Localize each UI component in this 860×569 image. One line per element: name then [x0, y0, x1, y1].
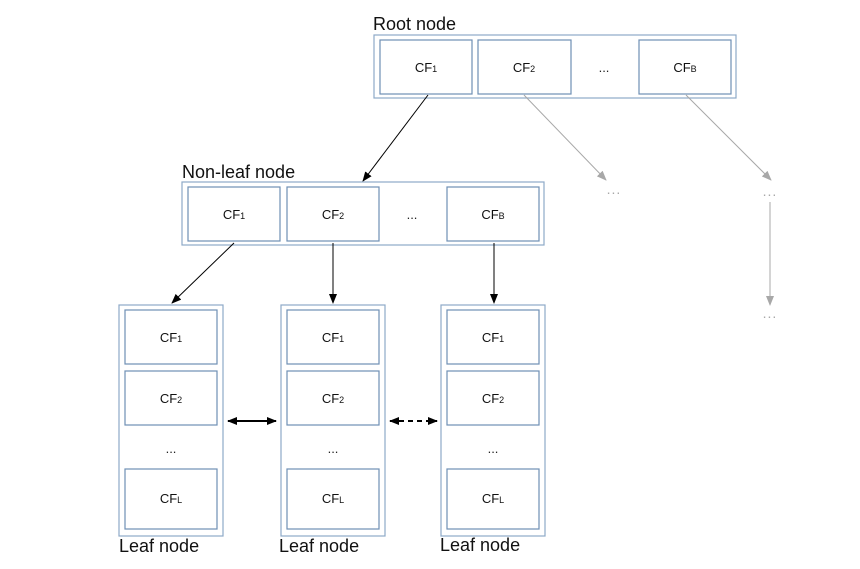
leaf3-cf1-cell: [446, 309, 540, 365]
leaf2-cfl-cell: [286, 468, 380, 530]
edge-root-cf2-continuation: [523, 94, 607, 181]
nonleaf-cf1-text: CF1: [223, 207, 245, 222]
leaf3-cfl-text: CFL: [482, 491, 504, 506]
leaf2-cfl-text: CFL: [322, 491, 344, 506]
non-leaf-node: CF1 CF2 ... CFB: [181, 181, 545, 246]
leaf1-cf2-cell: [124, 370, 218, 426]
nonleaf-cfb-text: CFB: [481, 207, 504, 222]
root-cfb-cell: [638, 39, 732, 95]
leaf3-ellipsis: ...: [488, 441, 499, 456]
leaf1-cf1-text: CF1: [160, 330, 182, 345]
root-cfb-text: CFB: [673, 60, 696, 75]
nonleaf-cf2-cell: [286, 186, 380, 242]
continuation-mark-2: ...: [763, 183, 778, 199]
leaf2-cf2-text: CF2: [322, 391, 344, 406]
leaf1-cf2-text: CF2: [160, 391, 182, 406]
leaf-node-2: CF1 CF2 ... CFL: [280, 304, 386, 537]
leaf-node-1-label: Leaf node: [119, 536, 199, 556]
leaf-node-1: CF1 CF2 ... CFL: [118, 304, 224, 537]
leaf1-cf1-cell: [124, 309, 218, 365]
edge-nonleaf-to-leaf-1: [171, 242, 235, 304]
root-cf1-text: CF1: [415, 60, 437, 75]
leaf2-ellipsis: ...: [328, 441, 339, 456]
leaf-node-3: CF1 CF2 ... CFL: [440, 304, 546, 537]
continuation-mark-3: ...: [763, 305, 778, 321]
non-leaf-node-label: Non-leaf node: [182, 162, 295, 182]
leaf-node-3-label: Leaf node: [440, 535, 520, 555]
leaf-node-2-label: Leaf node: [279, 536, 359, 556]
leaf2-cf1-cell: [286, 309, 380, 365]
leaf1-ellipsis: ...: [166, 441, 177, 456]
leaf3-cf1-text: CF1: [482, 330, 504, 345]
root-node: CF1 CF2 ... CFB: [373, 34, 737, 99]
nonleaf-cfb-cell: [446, 186, 540, 242]
edge-root-cfb-continuation: [685, 94, 772, 181]
leaf3-cf2-text: CF2: [482, 391, 504, 406]
leaf1-cfl-text: CFL: [160, 491, 182, 506]
edge-root-to-nonleaf: [362, 94, 429, 182]
root-cf2-cell: [477, 39, 572, 95]
root-cf2-text: CF2: [513, 60, 535, 75]
leaf2-cf2-cell: [286, 370, 380, 426]
root-node-label: Root node: [373, 14, 456, 34]
leaf3-cfl-cell: [446, 468, 540, 530]
nonleaf-ellipsis: ...: [407, 207, 418, 222]
nonleaf-cf2-text: CF2: [322, 207, 344, 222]
root-cf1-cell: [379, 39, 473, 95]
leaf1-cfl-cell: [124, 468, 218, 530]
continuation-mark-1: ...: [607, 181, 622, 197]
root-ellipsis: ...: [599, 60, 610, 75]
leaf3-cf2-cell: [446, 370, 540, 426]
leaf2-cf1-text: CF1: [322, 330, 344, 345]
nonleaf-cf1-cell: [187, 186, 281, 242]
